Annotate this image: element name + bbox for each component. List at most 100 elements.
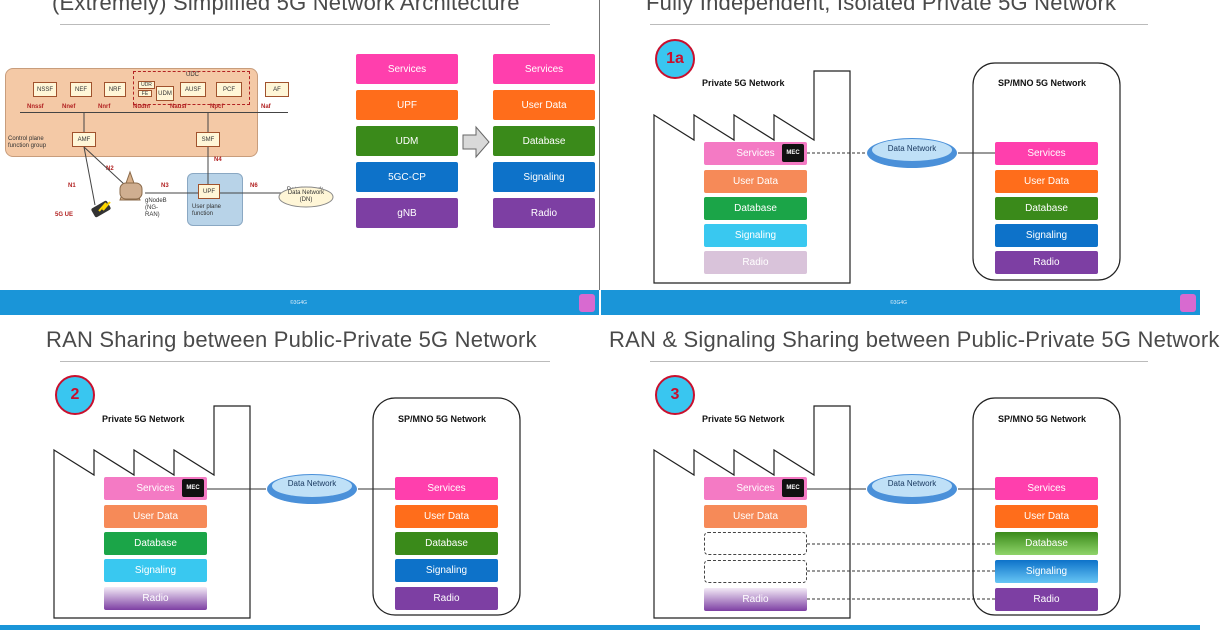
nf-nef: NEF [70,82,92,97]
sbi-bus [20,112,288,113]
nf-udr: UDR [138,81,155,89]
nf-nrf: NRF [104,82,126,97]
shared-database-placeholder [704,532,807,555]
sp-radio: Radio [995,588,1098,611]
stack-left-gnb: gNB [356,198,458,228]
stack-right-radio: Radio [493,198,595,228]
iface-naf: Naf [261,104,271,110]
nf-nssf: NSSF [33,82,57,97]
nf-ausf: AUSF [180,82,206,97]
udc-label: UDC [186,72,199,78]
gnodeb-icon [119,182,143,200]
shared-database: Database [995,532,1098,555]
private-network-label: Private 5G Network [102,414,185,424]
stack-left-udm: UDM [356,126,458,156]
nf-udm: UDM [156,86,174,101]
sp-signaling: Signaling [995,224,1098,247]
sp-radio: Radio [395,587,498,610]
sp-network-label: SP/MNO 5G Network [398,414,487,424]
lightning-icon [98,201,111,212]
iface-npcf: Npcf [210,104,224,110]
nf-amf: AMF [72,132,96,147]
nf-fe: FE [138,90,152,97]
mec-badge: MEC [182,479,204,497]
private-network-label: Private 5G Network [702,78,785,88]
up-group-label: User plane function [192,204,222,217]
nf-smf: SMF [196,132,220,147]
user-plane-group [187,173,243,226]
data-network-cloud-label-overlay: Data Network [887,479,937,488]
scenario-badge-2: 2 [55,375,95,415]
cp-group-label: Control plane function group [8,136,47,149]
phone-icon [91,200,111,218]
mec-badge: MEC [782,144,804,162]
iface-n4: N4 [214,157,222,163]
title-rule [650,24,1148,25]
title-ran-sharing: RAN Sharing between Public-Private 5G Ne… [46,327,537,352]
footer-band [601,290,1200,315]
panel-divider [599,0,600,290]
iface-n6: N6 [250,183,258,189]
stack-right-database: Database [493,126,595,156]
iface-nnrf: Nnrf [98,104,111,110]
scenario-badge-1a: 1a [655,39,695,79]
private-radio: Radio [704,251,807,274]
logo-icon [1180,294,1196,312]
sp-database: Database [395,532,498,555]
udc-box [133,71,250,105]
stack-left-upf: UPF [356,90,458,120]
nf-pcf: PCF [216,82,242,97]
stack-right-userdata: User Data [493,90,595,120]
mec-badge: MEC [782,479,804,497]
shared-signaling: Signaling [995,560,1098,583]
mapping-arrow-icon [462,125,490,159]
cloud-icon [867,138,957,168]
footer-copyright: ©3G4G [890,300,908,306]
private-network-label: Private 5G Network [702,414,785,424]
stack-right-signaling: Signaling [493,162,595,192]
iface-nnef: Nnef [62,104,76,110]
sp-userdata: User Data [995,505,1098,528]
ue-label: 5G UE [55,212,74,218]
data-network-cloud-label-overlay: Data Network [887,144,937,153]
title-rule [60,24,550,25]
iface-n3: N3 [161,183,169,189]
sp-services: Services [395,477,498,500]
title-isolated: Fully Independent, Isolated Private 5G N… [646,0,1117,15]
footer-band [0,290,599,315]
stack-left-5gc-cp: 5GC-CP [356,162,458,192]
private-signaling: Signaling [704,224,807,247]
sp-userdata: User Data [395,505,498,528]
private-signaling: Signaling [104,559,207,582]
stack-left-services: Services [356,54,458,84]
sp-signaling: Signaling [395,559,498,582]
shared-radio: Radio [104,587,207,610]
shared-signaling-placeholder [704,560,807,583]
footer-copyright: ©3G4G [290,300,308,306]
private-userdata: User Data [104,505,207,528]
iface-nudm: Nudm [133,104,150,110]
antenna-icon [119,170,141,201]
title-architecture: (Extremely) Simplified 5G Network Archit… [52,0,520,15]
data-network-cloud-label-overlay: Data Network [287,479,337,488]
sp-services: Services [995,142,1098,165]
sp-database: Database [995,197,1098,220]
stack-right-services: Services [493,54,595,84]
gnb-label: gNodeB (NG-RAN) [145,198,167,218]
private-userdata: User Data [704,170,807,193]
sp-services: Services [995,477,1098,500]
iface-n2: N2 [106,166,114,172]
shared-radio: Radio [704,588,807,611]
title-ran-signaling-sharing: RAN & Signaling Sharing between Public-P… [609,327,1220,352]
nf-upf: UPF [198,184,220,199]
private-database: Database [704,197,807,220]
sp-network-label: SP/MNO 5G Network [998,78,1087,88]
sp-network-label: SP/MNO 5G Network [998,414,1087,424]
sp-radio: Radio [995,251,1098,274]
iface-nausf: Nausf [170,104,187,110]
footer-band [0,625,1200,630]
private-userdata: User Data [704,505,807,528]
sp-userdata: User Data [995,170,1098,193]
private-database: Database [104,532,207,555]
